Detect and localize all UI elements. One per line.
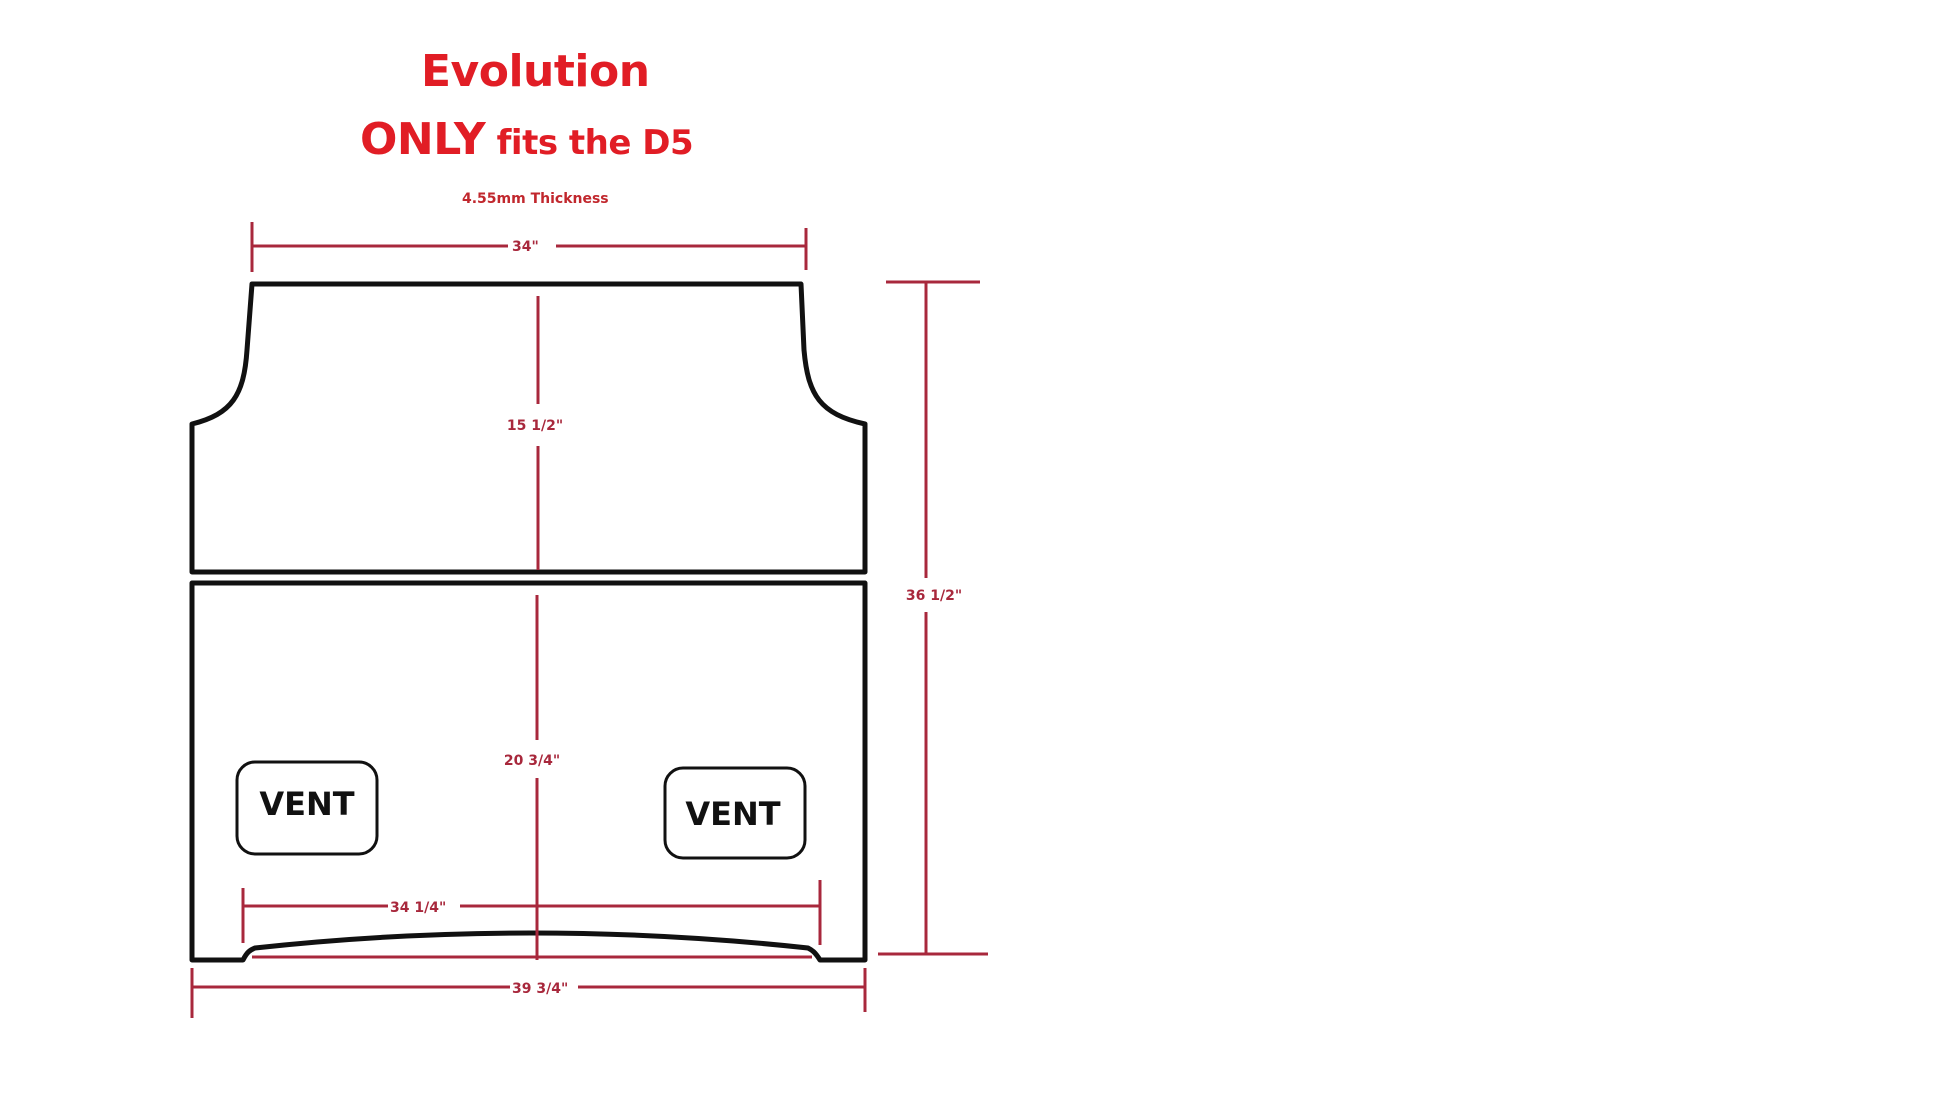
dim-total-height	[878, 280, 988, 956]
dim-total-height-label: 36 1/2"	[906, 588, 962, 604]
vent-left-label: VENT	[259, 785, 354, 823]
title-fit-note: ONLY fits the D5	[360, 114, 694, 165]
vent-right: VENT	[663, 766, 807, 860]
vent-left: VENT	[235, 760, 379, 856]
title-only-emphasis: ONLY	[360, 114, 486, 165]
upper-panel-outline	[189, 281, 868, 575]
title-fits-text: fits the D5	[485, 123, 694, 163]
dim-lower-height-label: 20 3/4"	[504, 753, 560, 769]
dim-bottom-width-label: 39 3/4"	[512, 981, 568, 997]
vent-right-label: VENT	[685, 795, 780, 833]
lower-panel-outline	[189, 580, 868, 963]
dim-arc-width-label: 34 1/4"	[390, 900, 446, 916]
dim-upper-height-label: 15 1/2"	[507, 418, 563, 434]
thickness-note: 4.55mm Thickness	[462, 191, 609, 207]
dim-arc-width	[241, 880, 822, 959]
dim-top-width-label: 34"	[512, 239, 539, 255]
title-evolution: Evolution	[421, 46, 650, 97]
dim-top-width	[250, 222, 808, 272]
dim-bottom-width	[190, 968, 867, 1018]
